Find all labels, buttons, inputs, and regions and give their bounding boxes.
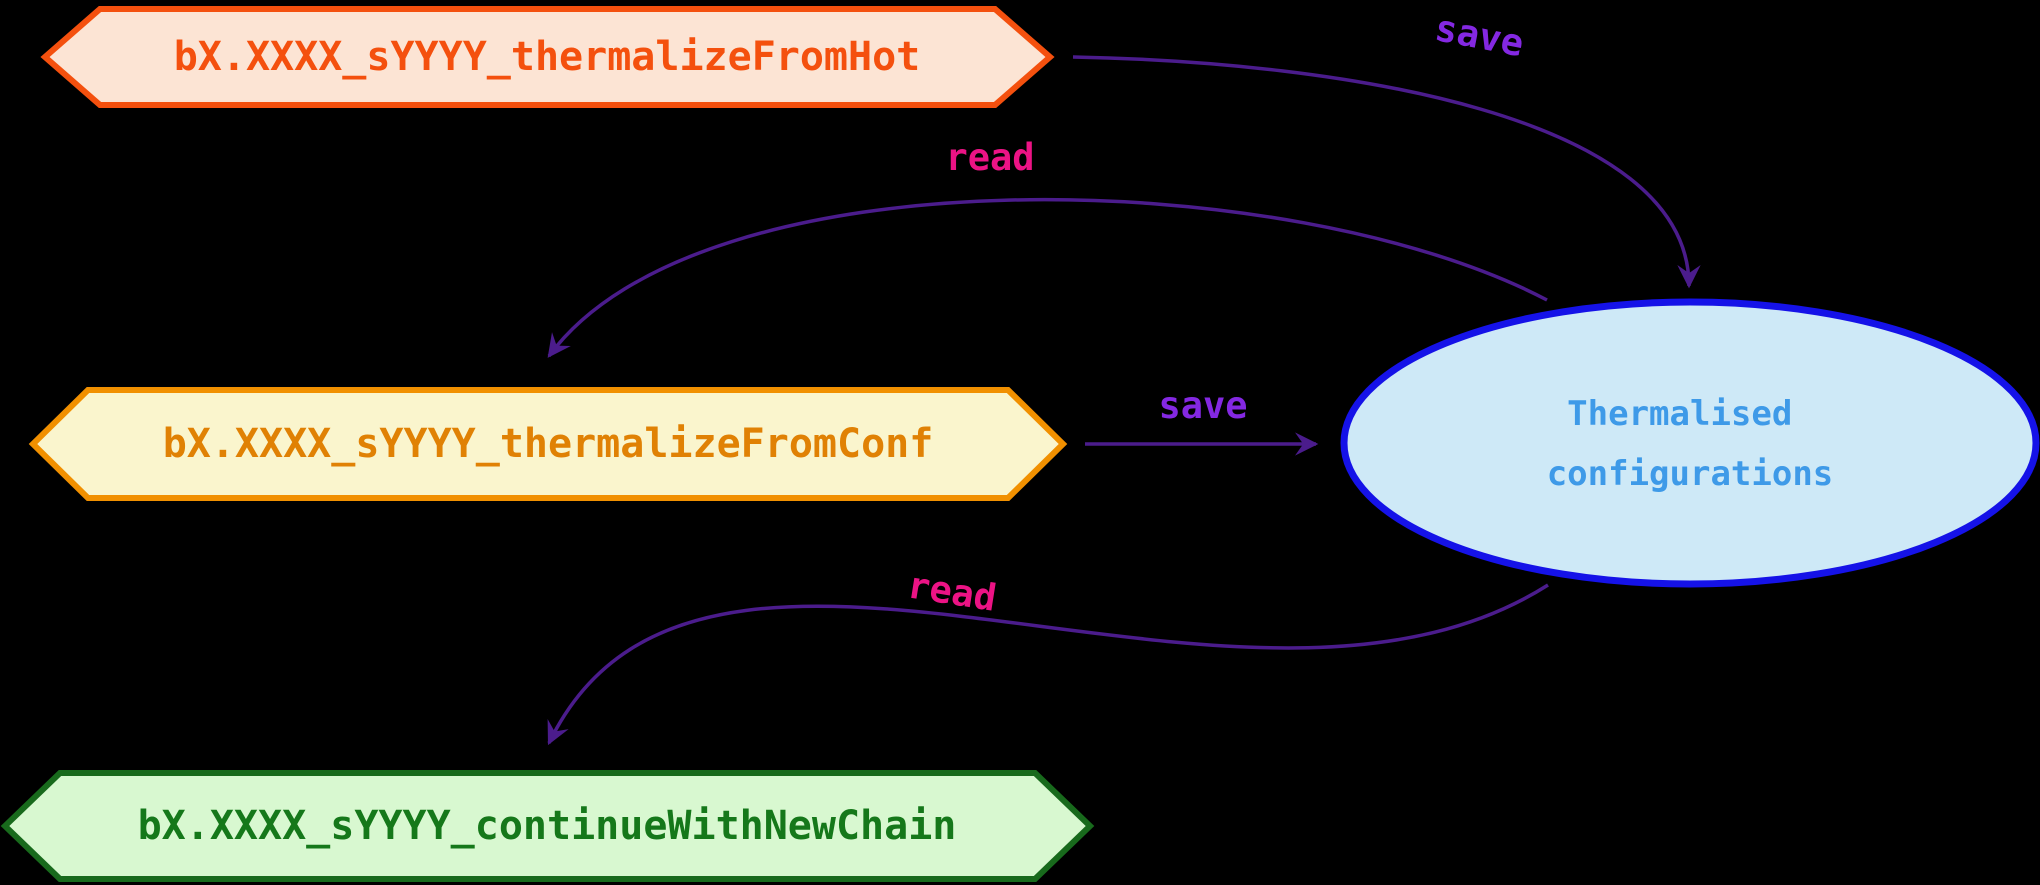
node-thermalize-from-hot: bX.XXXX_sYYYY_thermalizeFromHot <box>40 6 1055 108</box>
storage-label-line2: configurations <box>1547 454 1834 494</box>
edge-label-read-conf: read <box>945 136 1034 179</box>
node-label-conf: bX.XXXX_sYYYY_thermalizeFromConf <box>163 421 934 467</box>
hexagon-shape-conf <box>28 387 1068 501</box>
hexagon-shape-hot <box>40 6 1055 108</box>
edge-label-save-hot: save <box>1432 6 1528 65</box>
node-label-newchain: bX.XXXX_sYYYY_continueWithNewChain <box>138 803 957 849</box>
node-continue-with-new-chain: bX.XXXX_sYYYY_continueWithNewChain <box>0 770 1095 882</box>
edge-save-hot-to-storage <box>1072 55 1701 289</box>
ellipse-shape-storage <box>1340 298 2040 588</box>
node-thermalised-configurations: Thermalised configurations <box>1340 298 2040 588</box>
storage-label-line1: Thermalised <box>1567 394 1792 434</box>
node-label-storage: Thermalised configurations <box>1547 394 1834 494</box>
edge-label-save-conf: save <box>1158 384 1247 427</box>
node-label-hot: bX.XXXX_sYYYY_thermalizeFromHot <box>174 34 921 80</box>
node-thermalize-from-conf: bX.XXXX_sYYYY_thermalizeFromConf <box>28 387 1068 501</box>
edge-read-storage-to-newchain <box>547 583 1549 746</box>
edge-read-storage-to-conf <box>547 197 1548 358</box>
hexagon-shape-newchain <box>0 770 1095 882</box>
